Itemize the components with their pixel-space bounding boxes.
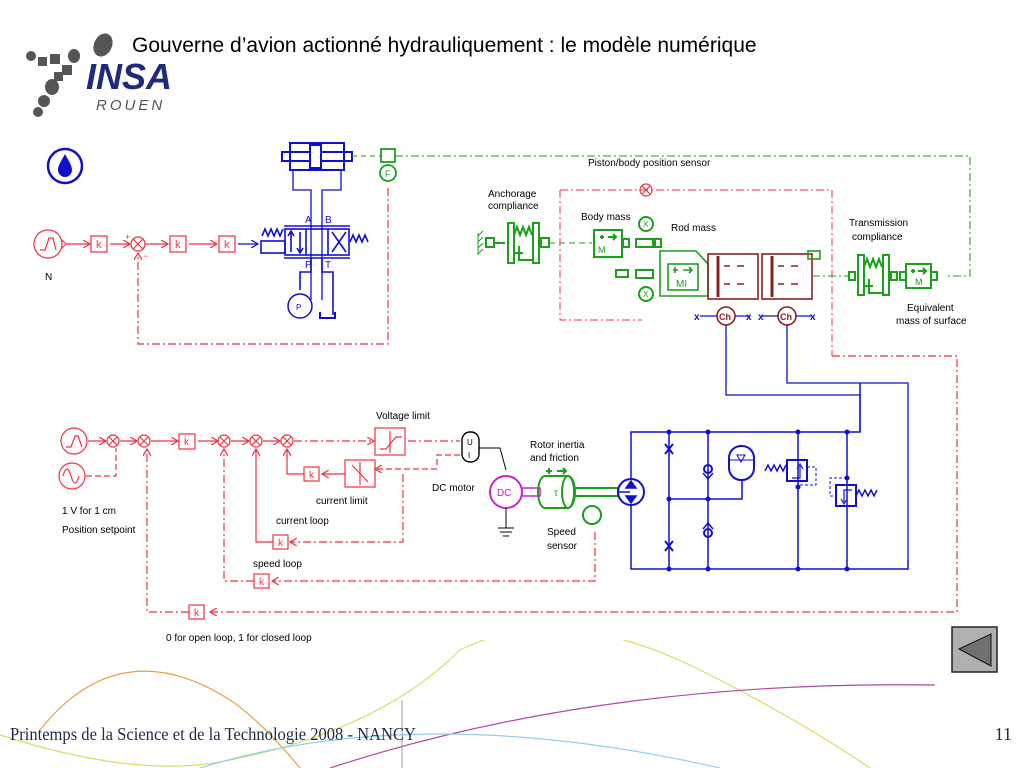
transmission-compliance[interactable] [848,254,938,296]
bottom-control-chain [86,355,958,620]
gain-block-2 [169,235,187,253]
svg-text:compliance: compliance [852,232,903,243]
svg-text:+: + [125,232,130,242]
svg-text:DC: DC [497,488,511,499]
anchorage-compliance[interactable] [477,222,550,264]
servo-valve[interactable] [260,225,369,319]
svg-text:M: M [598,245,606,255]
triangle-left-icon [951,626,998,673]
svg-text:F: F [385,169,391,179]
page-number: 11 [994,724,1012,744]
relief-valve-1 [786,459,808,482]
svg-text:Body mass: Body mass [581,212,630,223]
svg-text:Voltage limit: Voltage limit [376,411,430,422]
dc-motor[interactable]: DC [489,475,523,537]
svg-text:Rotor inertia: Rotor inertia [530,440,585,451]
svg-text:k: k [194,608,200,619]
svg-text:T: T [325,260,331,271]
voltage-limit-block [374,427,406,456]
junction-dots [666,429,850,572]
svg-text:Position setpoint: Position setpoint [62,525,136,536]
signal-source-n[interactable] [33,229,67,259]
relief-valve-2 [835,484,857,507]
previous-slide-button[interactable] [951,626,998,673]
svg-text:Speed: Speed [547,527,576,538]
svg-text:M: M [915,277,923,287]
svg-text:−: − [143,251,148,261]
svg-text:current limit: current limit [316,496,368,507]
chamber-ports [700,315,909,560]
chamber-end-mass [807,250,821,260]
valve-port-labels: A B P T P [296,215,332,312]
tank [319,312,336,319]
decorative-curves [0,640,936,768]
svg-text:x: x [746,312,752,323]
svg-text:P: P [296,303,301,312]
svg-text:Rod mass: Rod mass [671,223,716,234]
slide-title: Gouverne d’avion actionné hydrauliquemen… [132,34,757,57]
hydraulic-fluid-icon[interactable] [46,147,84,185]
gain-block-1 [90,235,108,253]
svg-text:Anchorage: Anchorage [488,189,537,200]
svg-text:and friction: and friction [530,453,579,464]
logo-insa-text: INSA [86,56,172,97]
gain-block-3 [218,235,236,253]
svg-text:speed loop: speed loop [253,559,302,570]
svg-text:k: k [96,239,102,251]
logo-dots [26,33,113,117]
svg-text:Ch: Ch [719,312,731,322]
svg-text:sensor: sensor [547,541,578,552]
svg-text:k: k [184,437,190,448]
svg-text:MI: MI [676,279,687,290]
pressure-source [287,293,313,319]
svg-text:A: A [305,215,312,226]
svg-text:k: k [278,538,284,549]
insa-rouen-logo: INSA ROUEN [22,28,197,118]
svg-text:x: x [810,312,816,323]
logo-rouen-text: ROUEN [96,97,165,114]
svg-text:k: k [224,239,230,251]
svg-text:X: X [643,220,649,229]
svg-text:Equivalent: Equivalent [907,303,954,314]
top-signal-chain [66,188,389,345]
svg-text:0 for open loop, 1 for closed: 0 for open loop, 1 for closed loop [166,633,312,644]
voltage-current-interface[interactable]: U I [461,431,480,463]
speed-sensor [582,505,602,525]
svg-text:x: x [758,312,764,323]
svg-text:Ch: Ch [780,312,792,322]
svg-text:DC motor: DC motor [432,483,475,494]
svg-text:x: x [694,312,700,323]
svg-text:mass of surface: mass of surface [896,316,967,327]
svg-text:k: k [175,239,181,251]
position-gain-block [178,433,196,450]
svg-text:1 V for 1 cm: 1 V for 1 cm [62,506,116,517]
svg-text:compliance: compliance [488,201,539,212]
svg-text:current loop: current loop [276,516,329,527]
source-n-label: N [45,272,52,283]
hydraulic-actuator-diagram: N k k k + − [33,142,971,644]
top-green-link [395,155,971,277]
svg-text:B: B [325,215,332,226]
svg-text:I: I [468,451,470,460]
footer-event: Printemps de la Science et de la Technol… [10,724,417,744]
setpoint-sources[interactable] [58,427,88,490]
logo-graphic: INSA ROUEN [26,33,172,117]
svg-text:τ: τ [554,488,558,499]
sensor-frame [559,189,833,356]
svg-text:U: U [467,438,473,447]
sensor-summing-junction [639,183,653,197]
svg-text:Transmission: Transmission [849,218,908,229]
svg-text:Piston/body position sensor: Piston/body position sensor [588,158,711,169]
gain-labels-top: k k k [96,239,230,251]
body-mass[interactable] [593,216,662,302]
svg-text:P: P [305,260,312,271]
svg-text:k: k [259,577,265,588]
svg-text:k: k [309,470,315,481]
hydraulic-cylinder[interactable] [281,142,353,300]
svg-text:X: X [643,290,649,299]
hydraulic-pump-circuit[interactable] [617,383,909,570]
rotor-inertia[interactable] [537,467,619,525]
